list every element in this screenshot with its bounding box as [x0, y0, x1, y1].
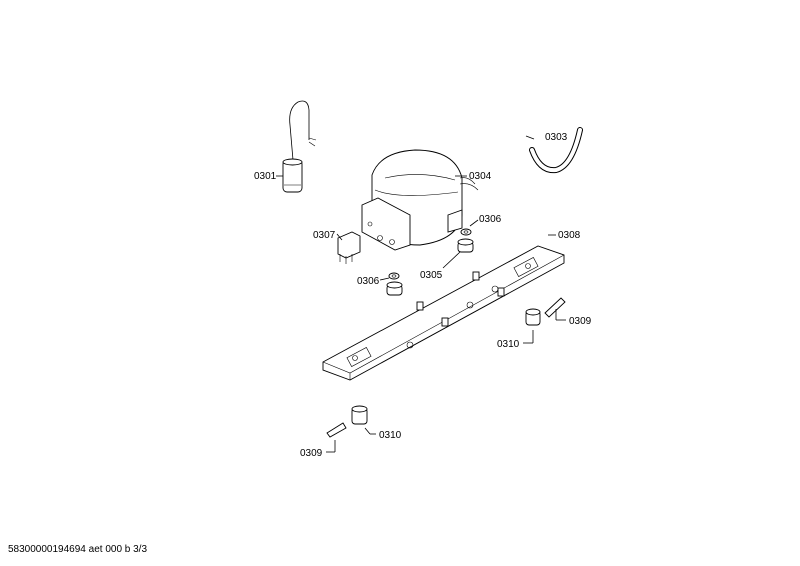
label-0310-right: 0310: [497, 339, 520, 350]
label-0304: 0304: [469, 171, 492, 182]
label-0309-right: 0309: [569, 316, 592, 327]
label-0310-left: 0310: [379, 430, 402, 441]
label-0307: 0307: [313, 230, 336, 241]
drawing-id-footer: 58300000194694 aet 000 b 3/3: [8, 544, 148, 555]
bushing-part-lower: [386, 281, 403, 296]
label-0309-left: 0309: [300, 448, 323, 459]
capacitor-part: [282, 100, 317, 193]
grommet-part-upper: [460, 228, 472, 236]
compressor-part: [361, 149, 479, 251]
pin-part-left: [326, 422, 347, 438]
label-0306-lower: 0306: [357, 276, 380, 287]
label-0308: 0308: [558, 230, 581, 241]
bushing-part-upper: [457, 238, 474, 253]
leader-lines: [276, 135, 566, 453]
pin-part-right: [544, 297, 566, 318]
sleeve-part-right: [525, 308, 541, 326]
label-0306-upper: 0306: [479, 214, 502, 225]
mounting-rail-part: [322, 245, 565, 381]
label-0301: 0301: [254, 171, 277, 182]
label-0303: 0303: [545, 132, 568, 143]
label-0305: 0305: [420, 270, 443, 281]
grommet-part-lower: [388, 272, 400, 280]
sleeve-part-left: [351, 405, 368, 425]
relay-part: [337, 231, 361, 264]
hose-part: [529, 127, 583, 174]
